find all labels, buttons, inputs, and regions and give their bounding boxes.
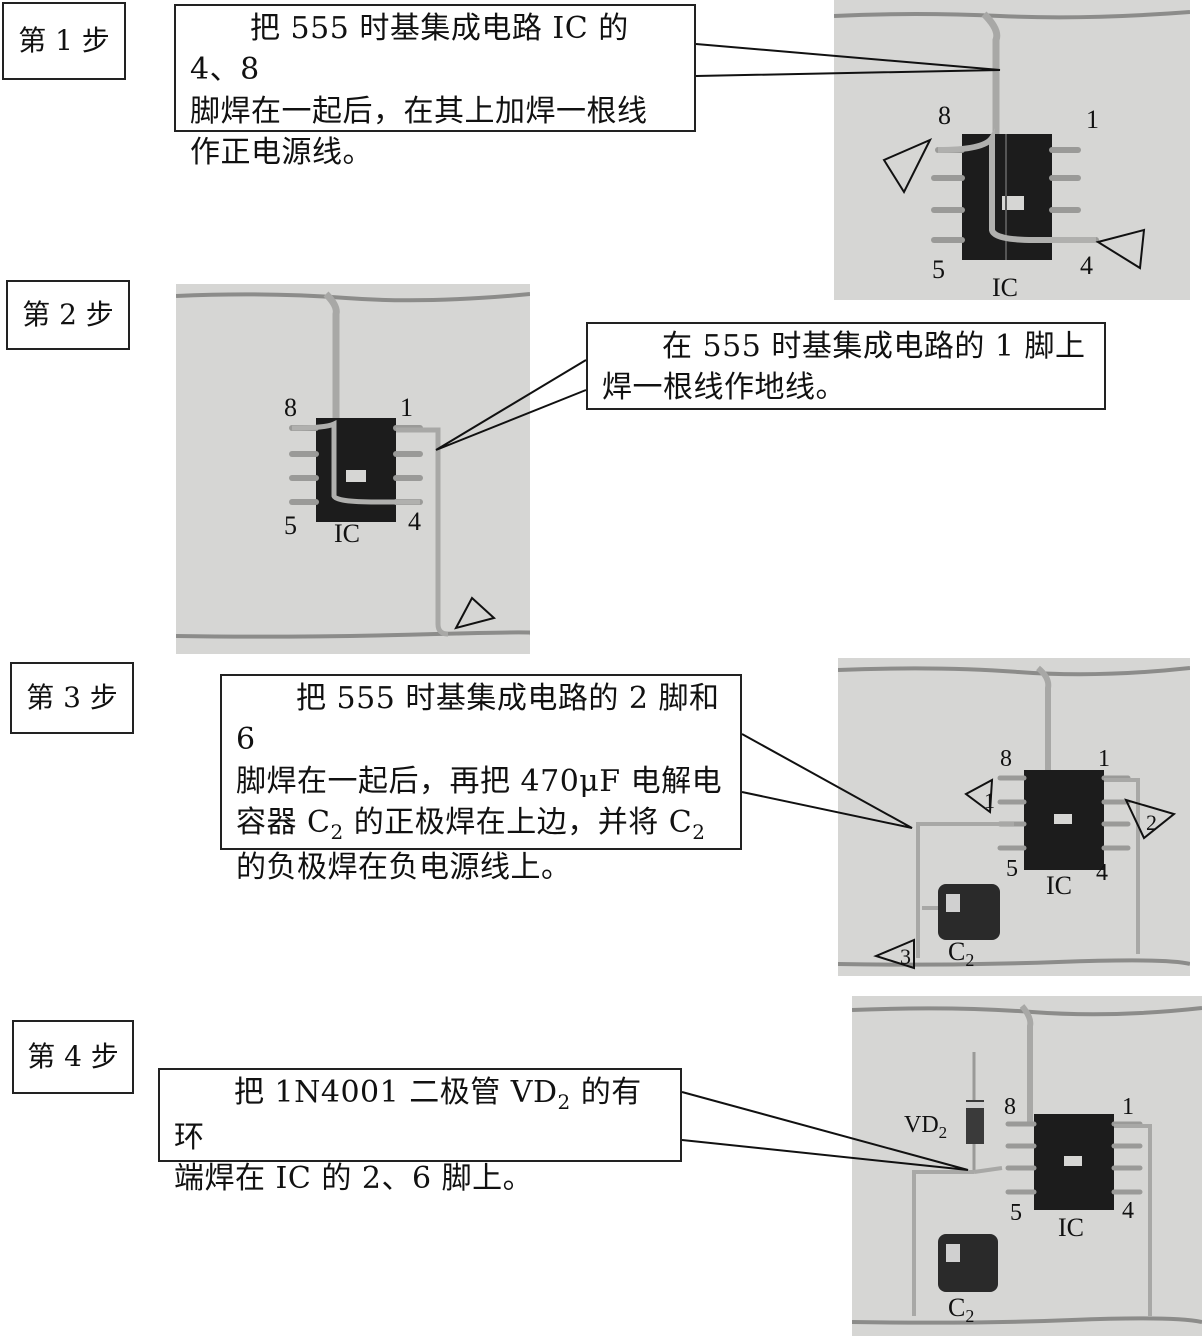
step-3-text-line4: 的负极焊在负电源线上。 bbox=[236, 849, 572, 885]
step-2-label: 第 2 步 bbox=[6, 280, 130, 350]
step-3-text-line3: 容器 C2 的正极焊在上边，并将 C2 bbox=[236, 805, 706, 845]
step-1-label-text: 第 1 步 bbox=[18, 24, 110, 57]
step-4-pin-1: 1 bbox=[1122, 1094, 1134, 1120]
step-4-cap-label: C2 bbox=[948, 1293, 974, 1326]
step-3-cap-label: C2 bbox=[948, 937, 974, 970]
step-4-text-line2: 端焊在 IC 的 2、6 脚上。 bbox=[174, 1160, 534, 1196]
step-3-marker-2: 2 bbox=[1146, 810, 1157, 835]
step-2-callout: 在 555 时基集成电路的 1 脚上 焊一根线作地线。 bbox=[586, 322, 1106, 410]
step-4-ic-label: IC bbox=[1058, 1213, 1084, 1242]
step-2-pin-4: 4 bbox=[408, 507, 421, 536]
step-1-photo: 8 1 5 4 IC bbox=[834, 0, 1190, 300]
step-3-marker-3: 3 bbox=[900, 944, 911, 969]
step-1-pin-1: 1 bbox=[1086, 105, 1099, 134]
step-1-pin-5: 5 bbox=[932, 255, 945, 284]
step-2-pin-8: 8 bbox=[284, 393, 297, 422]
step-3-photo: 8 1 5 4 IC 1 2 3 C2 bbox=[838, 658, 1190, 976]
step-4-text-line1a: 把 1N4001 二极管 VD bbox=[234, 1075, 558, 1110]
step-4-pin-5: 5 bbox=[1010, 1200, 1022, 1226]
step-3-pin-4: 4 bbox=[1096, 860, 1108, 886]
step-4-label: 第 4 步 bbox=[12, 1020, 134, 1094]
step-3-ic-label: IC bbox=[1046, 871, 1072, 900]
step-4-callout: 把 1N4001 二极管 VD2 的有环 端焊在 IC 的 2、6 脚上。 bbox=[158, 1068, 682, 1196]
step-2-text-line2: 焊一根线作地线。 bbox=[602, 370, 846, 406]
step-2-label-text: 第 2 步 bbox=[22, 298, 114, 331]
step-3-pin-5: 5 bbox=[1006, 856, 1018, 882]
step-1-callout: 把 555 时基集成电路 IC 的 4、8 脚焊在一起后，在其上加焊一根线 作正… bbox=[174, 4, 696, 170]
step-3-pin-8: 8 bbox=[1000, 746, 1012, 772]
step-4-pin-4: 4 bbox=[1122, 1198, 1134, 1224]
step-4-pin-8: 8 bbox=[1004, 1094, 1016, 1120]
step-1-pin-8: 8 bbox=[938, 101, 951, 130]
step-2-text-line1: 在 555 时基集成电路的 1 脚上 bbox=[662, 329, 1086, 364]
step-1-text-line2: 脚焊在一起后，在其上加焊一根线 bbox=[190, 93, 648, 129]
step-2-pin-5: 5 bbox=[284, 511, 297, 540]
step-4-diode-label: VD2 bbox=[904, 1112, 947, 1142]
step-3-label-text: 第 3 步 bbox=[26, 681, 118, 714]
step-3-pin-1: 1 bbox=[1098, 746, 1110, 772]
step-1-text-line3: 作正电源线。 bbox=[190, 135, 373, 171]
step-3-text-line1: 把 555 时基集成电路的 2 脚和 6 bbox=[236, 681, 720, 758]
step-1-text-line1: 把 555 时基集成电路 IC 的 4、8 bbox=[190, 11, 629, 88]
step-2-circuit-drawing: 8 1 5 4 IC bbox=[176, 291, 530, 639]
step-1-label: 第 1 步 bbox=[2, 2, 126, 80]
step-4-circuit-drawing: 8 1 5 4 IC VD2 C2 bbox=[852, 1004, 1202, 1326]
step-4-photo: 8 1 5 4 IC VD2 C2 bbox=[852, 996, 1202, 1336]
step-1-pin-4: 4 bbox=[1080, 251, 1093, 280]
step-2-ic-label: IC bbox=[334, 519, 360, 548]
step-4-label-text: 第 4 步 bbox=[27, 1040, 119, 1073]
step-3-marker-1: 1 bbox=[984, 788, 995, 813]
step-2-pin-1: 1 bbox=[400, 393, 413, 422]
step-1-circuit-drawing: 8 1 5 4 IC bbox=[834, 10, 1190, 300]
step-3-callout: 把 555 时基集成电路的 2 脚和 6 脚焊在一起后，再把 470μF 电解电… bbox=[220, 674, 742, 885]
step-3-text-line2: 脚焊在一起后，再把 470μF 电解电 bbox=[236, 763, 723, 799]
step-3-circuit-drawing: 8 1 5 4 IC 1 2 3 C2 bbox=[838, 665, 1190, 970]
step-2-photo: 8 1 5 4 IC bbox=[176, 284, 530, 654]
step-1-ic-label: IC bbox=[992, 273, 1018, 300]
step-3-label: 第 3 步 bbox=[10, 662, 134, 734]
